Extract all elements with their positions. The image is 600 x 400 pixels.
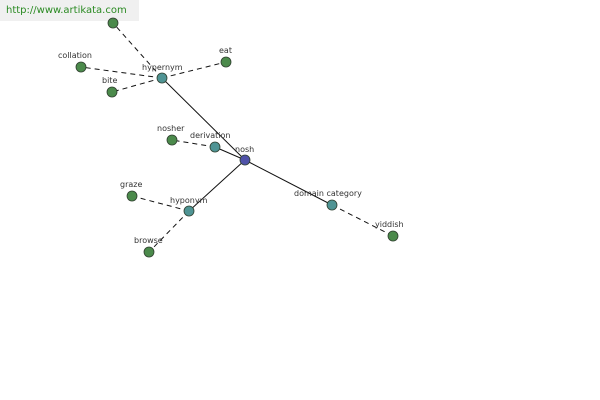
node-collation[interactable] <box>75 61 87 73</box>
node-nosh[interactable] <box>239 154 251 166</box>
node-top[interactable] <box>107 17 119 29</box>
node-label-derivation: derivation <box>190 131 230 140</box>
edge-nosh-hypernym <box>161 77 246 161</box>
node-label-graze: graze <box>120 180 142 189</box>
nodes-layer <box>75 17 399 258</box>
edge-hypernym-eat <box>161 61 227 79</box>
edge-derivation-nosher <box>171 139 216 148</box>
node-label-hyponym: hyponym <box>170 196 208 205</box>
node-browse[interactable] <box>143 246 155 258</box>
node-label-nosh: nosh <box>235 145 254 154</box>
node-label-domain-category: domain category <box>294 189 362 198</box>
edge-hypernym-collation <box>80 66 163 79</box>
edge-hypernym-bite <box>111 77 163 93</box>
node-eat[interactable] <box>220 56 232 68</box>
edge-hyponym-graze <box>131 195 190 212</box>
edges-layer <box>80 22 394 253</box>
node-derivation[interactable] <box>209 141 221 153</box>
node-graze[interactable] <box>126 190 138 202</box>
edge-hypernym-top <box>112 22 163 79</box>
edge-hyponym-browse <box>148 210 190 253</box>
watermark-url: http://www.artikata.com <box>0 0 139 21</box>
node-domain-category[interactable] <box>326 199 338 211</box>
node-hypernym[interactable] <box>156 72 168 84</box>
node-label-collation: collation <box>58 51 92 60</box>
node-label-bite: bite <box>102 76 117 85</box>
node-hyponym[interactable] <box>183 205 195 217</box>
node-label-hypernym: hypernym <box>142 63 183 72</box>
edge-nosh-derivation <box>214 146 246 161</box>
node-nosher[interactable] <box>166 134 178 146</box>
node-bite[interactable] <box>106 86 118 98</box>
node-label-eat: eat <box>219 46 232 55</box>
node-label-yiddish: yiddish <box>375 220 404 229</box>
labels-layer: nosh hypernym derivation hyponym domain cate… <box>58 46 404 245</box>
node-label-nosher: nosher <box>157 124 185 133</box>
node-yiddish[interactable] <box>387 230 399 242</box>
edge-nosh-hyponym <box>188 159 246 212</box>
node-label-browse: browse <box>134 236 163 245</box>
edge-nosh-domain_category <box>244 159 333 206</box>
edge-domain_category-yiddish <box>331 204 394 237</box>
